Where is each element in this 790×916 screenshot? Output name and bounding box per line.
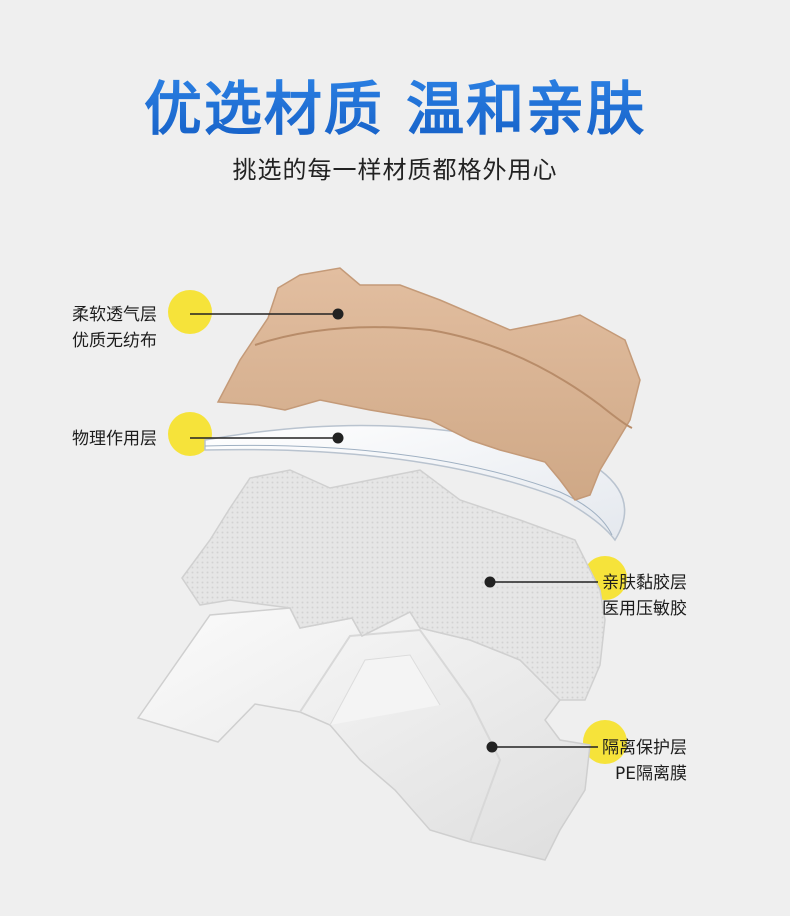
layer-1-name: 柔软透气层	[72, 305, 157, 325]
layer-2-name: 物理作用层	[72, 429, 157, 449]
highlight-circle-4	[583, 720, 627, 764]
layer-label-4: 隔离保护层 PE隔离膜	[602, 735, 687, 787]
breathable-fabric-layer	[216, 267, 641, 501]
adhesive-layer	[181, 469, 606, 701]
release-liner-layer	[136, 607, 591, 861]
layer-4-name: 隔离保护层	[602, 738, 687, 758]
layer-3-name: 亲肤黏胶层	[602, 573, 687, 593]
layer-1-material: 优质无纺布	[72, 331, 157, 351]
highlight-circle-1	[168, 290, 212, 334]
layer-label-3: 亲肤黏胶层 医用压敏胶	[602, 570, 687, 622]
layer-label-1: 柔软透气层 优质无纺布	[72, 302, 157, 354]
page-title: 优选材质 温和亲肤	[0, 62, 790, 146]
pointer-lines	[190, 308, 598, 753]
layer-3-material: 医用压敏胶	[602, 599, 687, 619]
page-subtitle: 挑选的每一样材质都格外用心	[232, 156, 558, 184]
layer-label-2: 物理作用层	[72, 426, 157, 452]
layer-4-material: PE隔离膜	[615, 764, 687, 784]
